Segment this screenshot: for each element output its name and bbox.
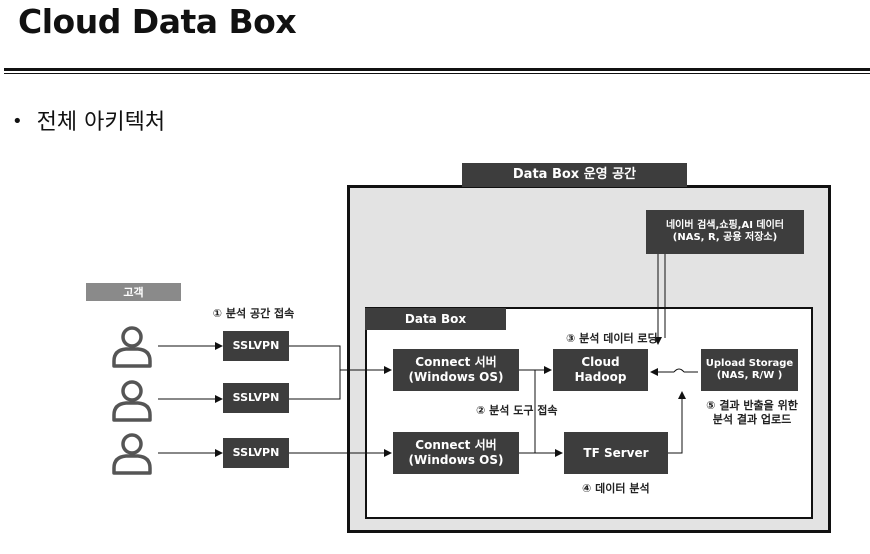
upload-storage: Upload Storage (NAS, R/W ) [701, 349, 798, 391]
tf-server: TF Server [564, 432, 668, 474]
connect-server-2: Connect 서버 (Windows OS) [393, 432, 519, 474]
connect-server-2-line1: Connect 서버 [415, 438, 497, 452]
step4-label: ④ 데이터 분석 [582, 482, 650, 495]
step5-label: ⑤ 결과 반출을 위한 분석 결과 업로드 [700, 399, 804, 427]
cloud-hadoop: Cloud Hadoop [553, 349, 648, 391]
connect-server-2-line2: (Windows OS) [408, 453, 504, 467]
upload-storage-line2: (NAS, R/W ) [716, 370, 783, 381]
title-divider-thin [4, 73, 870, 74]
step2-label: ② 분석 도구 접속 [476, 404, 558, 417]
user-icon [112, 380, 152, 422]
upload-storage-line1: Upload Storage [705, 357, 794, 369]
databox-container [365, 307, 813, 519]
bullet-dot-icon: • [12, 111, 23, 132]
customer-tag: 고객 [86, 283, 181, 301]
user-icon [112, 433, 152, 475]
connect-server-1-line1: Connect 서버 [415, 355, 497, 369]
databox-label: Data Box [365, 308, 506, 330]
user-icon [112, 326, 152, 368]
hadoop-line1: Cloud [581, 355, 620, 369]
naver-data-storage: 네이버 검색,쇼핑,AI 데이터 (NAS, R, 공용 저장소) [646, 210, 804, 254]
sslvpn-gateway-3: SSLVPN [223, 438, 289, 468]
sslvpn-gateway-2: SSLVPN [223, 383, 289, 413]
connect-server-1: Connect 서버 (Windows OS) [393, 349, 519, 391]
step3-label: ③ 분석 데이터 로딩 [566, 332, 658, 345]
step5-line1: ⑤ 결과 반출을 위한 [706, 399, 798, 412]
connect-server-1-line2: (Windows OS) [408, 370, 504, 384]
naver-storage-line2: (NAS, R, 공용 저장소) [672, 232, 778, 243]
section-bullet: • 전체 아키텍처 [12, 104, 165, 136]
naver-storage-line1: 네이버 검색,쇼핑,AI 데이터 [665, 219, 785, 231]
page-title: Cloud Data Box [18, 2, 297, 41]
title-divider-thick [4, 68, 870, 71]
hadoop-line2: Hadoop [574, 370, 627, 384]
section-heading: 전체 아키텍처 [36, 110, 166, 135]
sslvpn-gateway-1: SSLVPN [223, 331, 289, 361]
step1-label: ① 분석 공간 접속 [198, 303, 309, 325]
operation-space-label: Data Box 운영 공간 [462, 163, 687, 187]
step5-line2: 분석 결과 업로드 [712, 412, 792, 426]
